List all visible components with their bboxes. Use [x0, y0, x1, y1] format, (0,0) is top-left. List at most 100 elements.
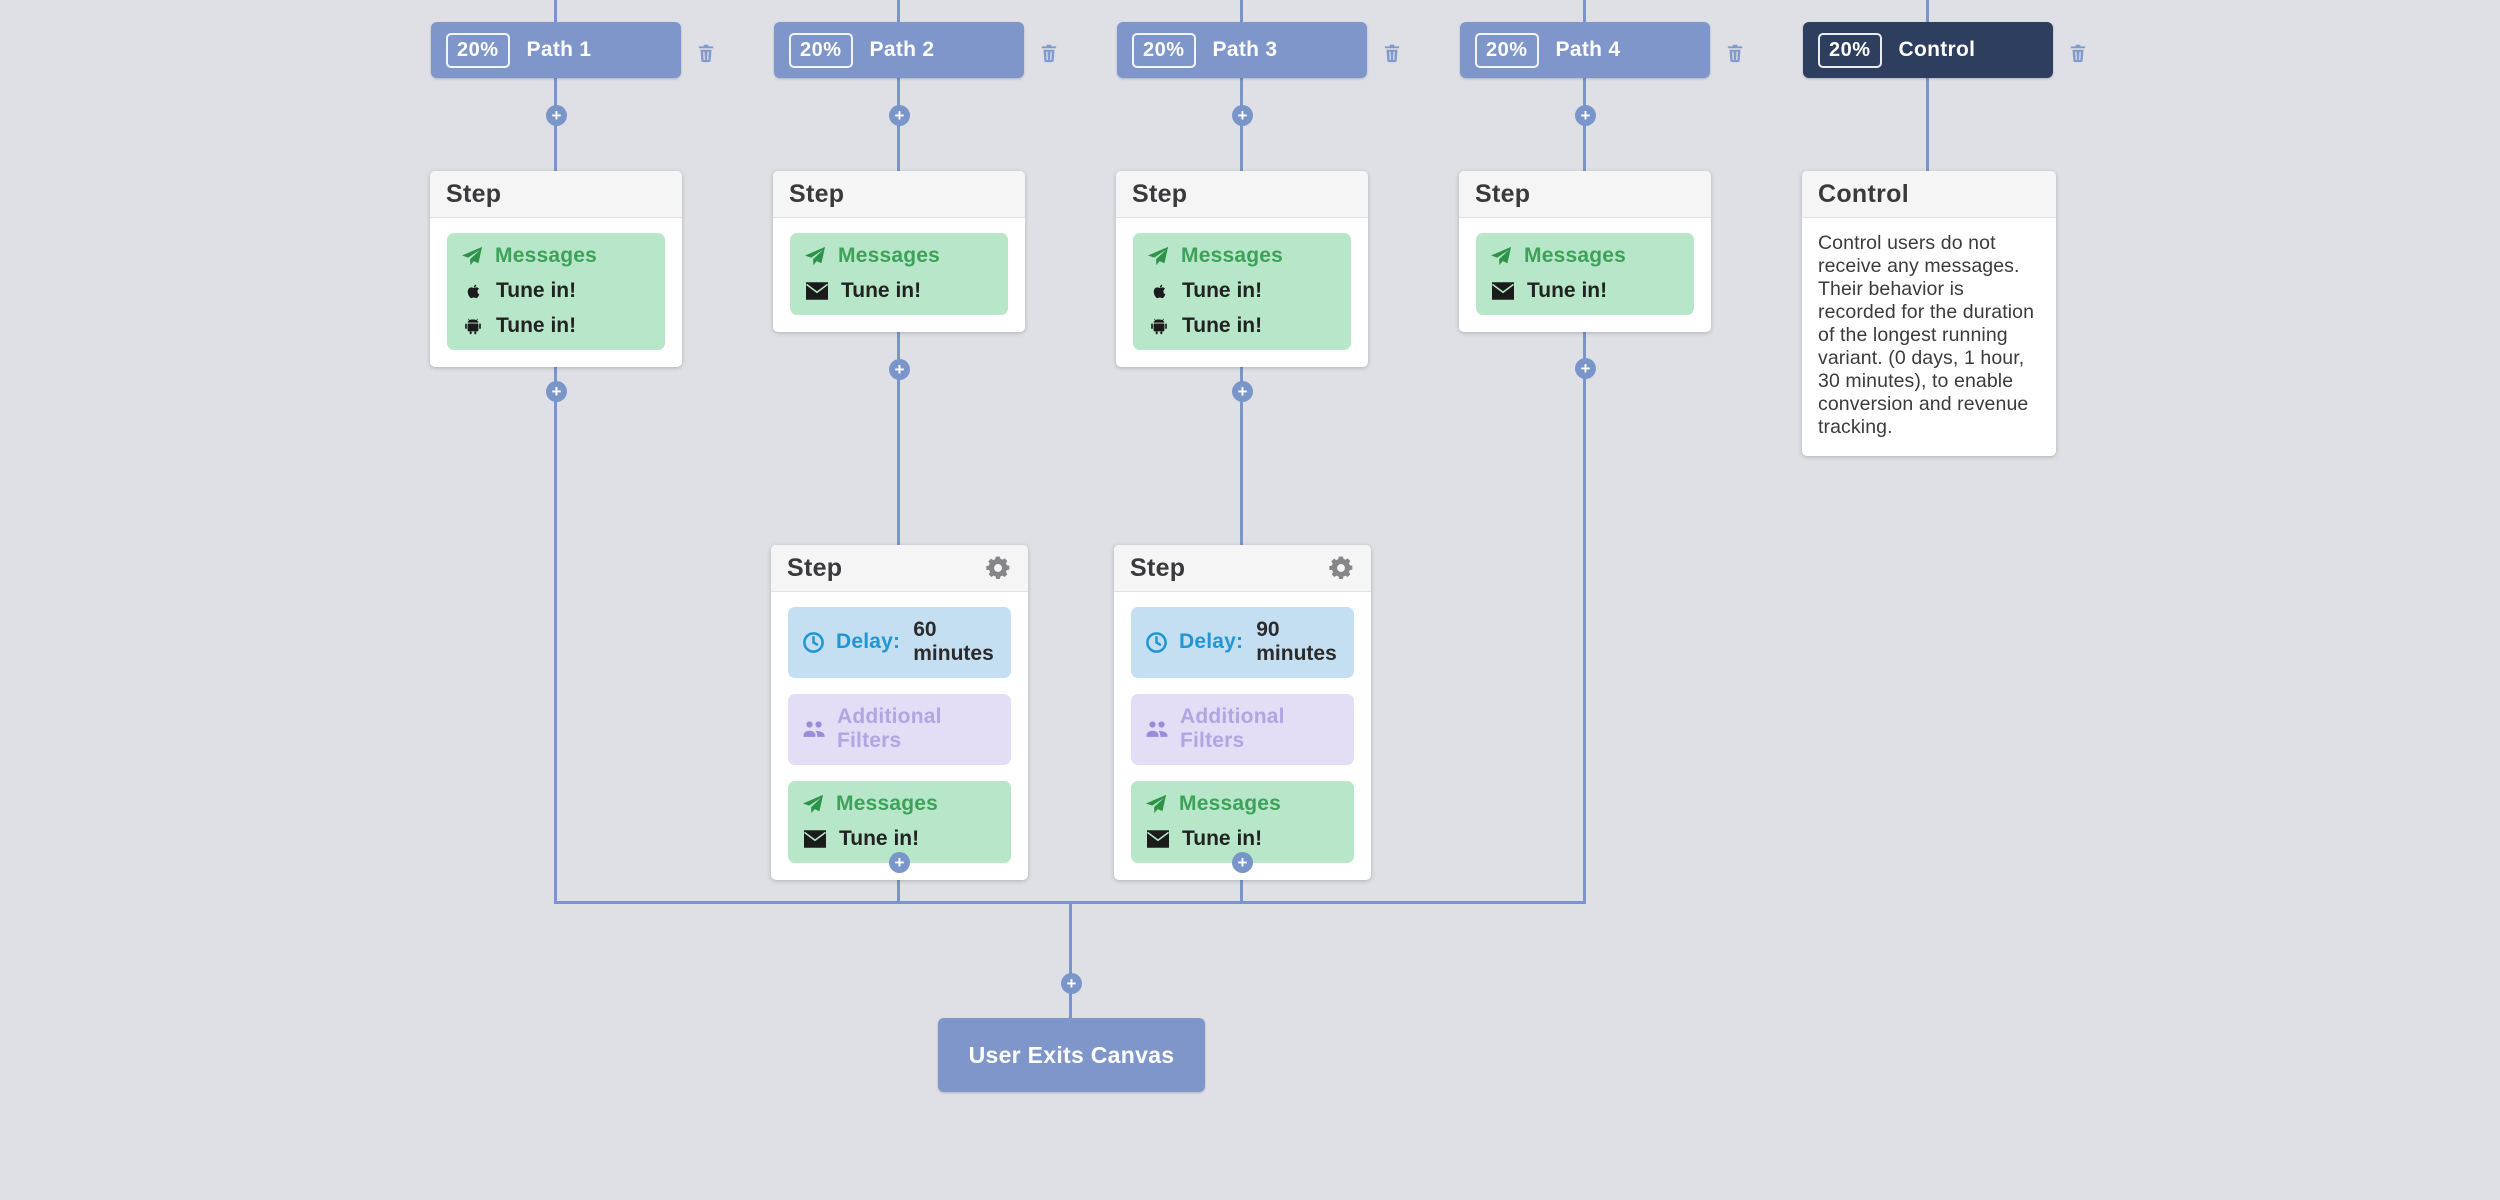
step-title: Step	[1130, 553, 1186, 582]
add-step-button[interactable]	[546, 105, 567, 126]
messages-section: Messages Tune in!	[1131, 781, 1354, 863]
delay-section: Delay: 60 minutes	[788, 607, 1011, 678]
add-step-button[interactable]	[1575, 105, 1596, 126]
message-name: Tune in!	[1527, 279, 1608, 302]
messages-section: Messages Tune in! Tune in!	[447, 233, 665, 350]
messages-section: Messages Tune in!	[1476, 233, 1694, 315]
step-card-path3-2[interactable]: Step Delay: 90 minutes Additional Filter…	[1114, 545, 1371, 880]
clock-icon	[1146, 631, 1167, 653]
gear-icon	[986, 556, 1010, 579]
messages-section: Messages Tune in!	[790, 233, 1008, 315]
trash-icon	[2070, 44, 2086, 63]
delay-section: Delay: 90 minutes	[1131, 607, 1354, 678]
step-card-path3-1[interactable]: Step Messages Tune in! Tune in!	[1116, 171, 1368, 367]
delete-path-4-button[interactable]	[1724, 40, 1748, 66]
step-card-path2-1[interactable]: Step Messages Tune in!	[773, 171, 1025, 332]
path-label: Path 3	[1212, 38, 1278, 61]
path-label: Control	[1898, 38, 1976, 61]
send-icon	[1147, 246, 1169, 265]
envelope-icon	[1147, 830, 1169, 848]
add-step-button[interactable]	[1061, 973, 1082, 994]
messages-label: Messages	[495, 244, 597, 267]
message-row-email: Tune in!	[802, 827, 1001, 851]
percent-badge: 20%	[1132, 32, 1196, 68]
percent-badge: 20%	[1818, 32, 1882, 68]
gear-icon	[1329, 556, 1353, 579]
messages-section: Messages Tune in!	[788, 781, 1011, 863]
messages-section: Messages Tune in! Tune in!	[1133, 233, 1351, 350]
delete-path-2-button[interactable]	[1038, 40, 1062, 66]
apple-icon	[1153, 284, 1166, 299]
add-step-button[interactable]	[1232, 852, 1253, 873]
connector-line	[554, 0, 557, 903]
additional-filters-section: Additional Filters	[788, 694, 1011, 765]
add-step-button[interactable]	[1232, 105, 1253, 126]
message-name: Tune in!	[496, 279, 577, 302]
add-step-button[interactable]	[889, 105, 910, 126]
envelope-icon	[1492, 282, 1514, 300]
additional-filters-label: Additional Filters	[837, 705, 942, 752]
path-label: Path 2	[869, 38, 935, 61]
connector-line	[1240, 0, 1243, 903]
delete-path-3-button[interactable]	[1381, 40, 1405, 66]
add-step-button[interactable]	[1575, 358, 1596, 379]
delete-path-1-button[interactable]	[695, 40, 719, 66]
path-header-2[interactable]: 20% Path 2	[774, 22, 1024, 78]
step-card-header: Step	[430, 171, 682, 218]
messages-label: Messages	[1181, 244, 1283, 267]
step-card-header: Step	[1459, 171, 1711, 218]
message-name: Tune in!	[841, 279, 922, 302]
path-label: Path 1	[526, 38, 592, 61]
delay-label: Delay:	[1179, 630, 1244, 653]
path-header-4[interactable]: 20% Path 4	[1460, 22, 1710, 78]
android-icon	[465, 318, 481, 335]
add-step-button[interactable]	[889, 852, 910, 873]
envelope-icon	[806, 282, 828, 300]
trash-icon	[1384, 44, 1400, 63]
step-settings-button[interactable]	[1327, 554, 1355, 582]
trash-icon	[698, 44, 714, 63]
message-row-ios: Tune in!	[1147, 279, 1341, 303]
step-card-body: Messages Tune in!	[773, 218, 1025, 332]
path-label: Path 4	[1555, 38, 1621, 61]
step-title: Step	[1132, 179, 1188, 208]
message-row-email: Tune in!	[1490, 279, 1684, 303]
step-card-path2-2[interactable]: Step Delay: 60 minutes Additional Filter…	[771, 545, 1028, 880]
send-icon	[802, 794, 824, 813]
android-icon	[1151, 318, 1167, 335]
step-card-body: Delay: 90 minutes Additional Filters Mes…	[1114, 592, 1371, 880]
step-title: Step	[787, 553, 843, 582]
envelope-icon	[804, 830, 826, 848]
messages-label: Messages	[1524, 244, 1626, 267]
messages-label: Messages	[1179, 792, 1281, 815]
message-row-email: Tune in!	[804, 279, 998, 303]
step-settings-button[interactable]	[984, 554, 1012, 582]
user-exits-canvas-node: User Exits Canvas	[938, 1018, 1205, 1092]
delete-control-button[interactable]	[2067, 40, 2091, 66]
step-card-path4[interactable]: Step Messages Tune in!	[1459, 171, 1711, 332]
connector-line	[1926, 0, 1929, 172]
send-icon	[804, 246, 826, 265]
connector-line	[1583, 0, 1586, 903]
step-title: Step	[1475, 179, 1531, 208]
step-card-body: Messages Tune in!	[1459, 218, 1711, 332]
path-header-3[interactable]: 20% Path 3	[1117, 22, 1367, 78]
message-name: Tune in!	[496, 314, 577, 337]
message-name: Tune in!	[839, 827, 920, 850]
message-row-android: Tune in!	[461, 314, 655, 338]
step-card-path1[interactable]: Step Messages Tune in! Tune in!	[430, 171, 682, 367]
path-header-control[interactable]: 20% Control	[1803, 22, 2053, 78]
add-step-button[interactable]	[1232, 381, 1253, 402]
step-card-header: Step	[771, 545, 1028, 592]
add-step-button[interactable]	[546, 381, 567, 402]
message-name: Tune in!	[1182, 314, 1263, 337]
percent-badge: 20%	[446, 32, 510, 68]
send-icon	[461, 246, 483, 265]
add-step-button[interactable]	[889, 359, 910, 380]
message-name: Tune in!	[1182, 827, 1263, 850]
step-card-header: Step	[773, 171, 1025, 218]
connector-line	[897, 0, 900, 903]
path-header-1[interactable]: 20% Path 1	[431, 22, 681, 78]
control-card[interactable]: Control Control users do not receive any…	[1802, 171, 2056, 456]
